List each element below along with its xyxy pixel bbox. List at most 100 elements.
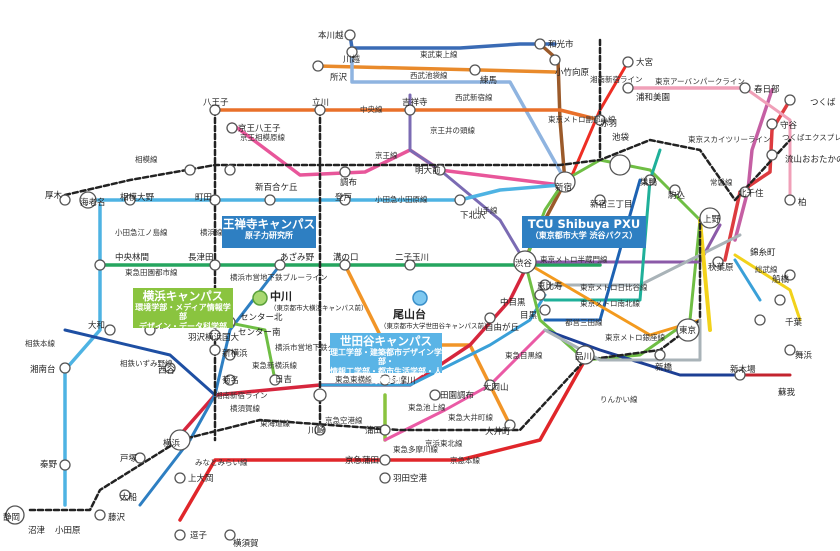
- line-label: 東京メトロ南北線: [580, 298, 640, 308]
- station-node: [549, 54, 561, 66]
- station-node: [484, 379, 496, 391]
- station-label: 和光市: [548, 39, 574, 50]
- station-node: [754, 314, 766, 326]
- station-node: [169, 429, 191, 451]
- station-label: 羽田空港: [393, 473, 428, 484]
- station-node: [504, 419, 516, 431]
- station-node: [739, 186, 751, 198]
- line-label: 京王相模原線: [240, 132, 285, 142]
- station-markers: [5, 29, 796, 541]
- line-label: 東武東上線: [420, 49, 458, 59]
- station-node: [739, 82, 751, 94]
- line-label: 横浜市営地下鉄グリーンライン: [275, 342, 380, 352]
- station-label: 春日部: [754, 84, 780, 95]
- station-label: 明大前: [415, 165, 441, 176]
- station-node: [429, 389, 441, 401]
- station-node: [404, 259, 416, 271]
- station-node: [94, 509, 106, 521]
- station-label: 大船: [120, 492, 138, 503]
- campus-sub: 原子力研究所: [245, 231, 293, 241]
- line-label: 総武線: [755, 264, 778, 274]
- station-label: 中央林間: [115, 252, 149, 263]
- station-node: [669, 184, 681, 196]
- station-label: 多摩川: [390, 375, 416, 386]
- station-node: [314, 104, 326, 116]
- station-label: 川崎: [308, 425, 326, 436]
- station-label: 柏: [798, 197, 807, 208]
- station-label: 新宿三丁目: [590, 199, 633, 210]
- campus-sub: （東京都市大学 渋谷パクス）: [530, 231, 638, 241]
- station-node: [534, 38, 546, 50]
- station-node: [622, 82, 634, 94]
- line-label: つくばエクスプレス: [782, 133, 840, 142]
- line-label: 京王井の頭線: [430, 125, 475, 135]
- campus-sub-oyamadai: （東京都市大学世田谷キャンパス前）: [380, 321, 491, 330]
- station-label: 恵比寿: [537, 281, 563, 292]
- station-label: センター北: [240, 313, 283, 323]
- campus-sub: 環境学部・メディア情報学部: [135, 303, 231, 322]
- station-label: 登戸: [335, 192, 352, 203]
- station-node: [224, 164, 236, 176]
- station-node: [59, 362, 71, 374]
- line-hibiya: [543, 233, 742, 287]
- station-label: 日吉: [275, 375, 292, 385]
- station-label: 流山おおたかの森: [785, 154, 840, 165]
- line-label: 小田急小田原線: [375, 194, 428, 204]
- station-label: 八王子: [203, 98, 229, 108]
- station-node: [454, 194, 466, 206]
- station-node: [654, 349, 666, 361]
- campus-sub: 情報工学部・都市生活学部・人間科学部: [330, 366, 442, 385]
- line-label: 東急池上線: [408, 402, 446, 412]
- station-label: 湘南台: [30, 364, 56, 375]
- station-label: 蒲田: [365, 425, 382, 436]
- campus-title: 横浜キャンパス: [142, 289, 224, 303]
- station-node: [379, 472, 391, 484]
- station-label: つくば: [810, 98, 836, 108]
- station-node: [184, 164, 196, 176]
- station-node: [59, 194, 71, 206]
- station-node: [134, 452, 146, 464]
- station-label: 渋谷: [515, 258, 533, 269]
- line-label: 都営三田線: [565, 317, 603, 327]
- station-label: 守谷: [780, 120, 798, 131]
- station-node: [269, 374, 281, 386]
- station-label: 中目黒: [500, 297, 526, 308]
- station-node: [379, 454, 391, 466]
- line-ikegami: [383, 328, 547, 442]
- station-node: [209, 344, 221, 356]
- station-node: [554, 171, 576, 193]
- line-label: 相鉄本線: [25, 338, 55, 348]
- station-node: [575, 345, 595, 365]
- station-label: 大和: [88, 320, 105, 331]
- station-label: 新百合ケ丘: [255, 182, 298, 193]
- station-label: 小竹向原: [555, 67, 589, 78]
- campus-box-setagaya: 世田谷キャンパス 理工学部・建築都市デザイン学部・ 情報工学部・都市生活学部・人…: [330, 333, 442, 385]
- station-node: [594, 114, 606, 126]
- station-label: センター南: [238, 327, 281, 338]
- station-node: [339, 166, 351, 178]
- campus-label-nakagawa: 中川: [270, 289, 292, 303]
- line-label: 相鉄いずみ野線: [120, 358, 173, 368]
- station-label: 横浜: [163, 438, 181, 449]
- station-node: [94, 259, 106, 271]
- station-label: 厚木: [45, 190, 63, 201]
- station-label: 東京: [679, 325, 696, 336]
- station-label: 吉祥寺: [402, 97, 428, 108]
- station-node: [594, 194, 606, 206]
- campus-label-oyamadai: 尾山台: [392, 307, 426, 321]
- station-node: [226, 122, 238, 134]
- line-seibu-shinjuku: [350, 46, 567, 182]
- station-label: 蘇我: [778, 387, 796, 398]
- line-label: 横須賀線: [230, 403, 260, 413]
- station-node: [209, 329, 221, 341]
- station-label: 千葉: [785, 317, 803, 328]
- station-node: [434, 164, 446, 176]
- line-label: 横浜市営地下鉄ブルーライン: [230, 272, 328, 282]
- station-label: 品川: [575, 352, 592, 362]
- line-chiba: [733, 258, 762, 302]
- station-label: 駒込: [668, 190, 686, 201]
- station-label: 新木場: [730, 364, 756, 375]
- station-node: [609, 154, 631, 176]
- line-label: りんかい線: [600, 394, 638, 404]
